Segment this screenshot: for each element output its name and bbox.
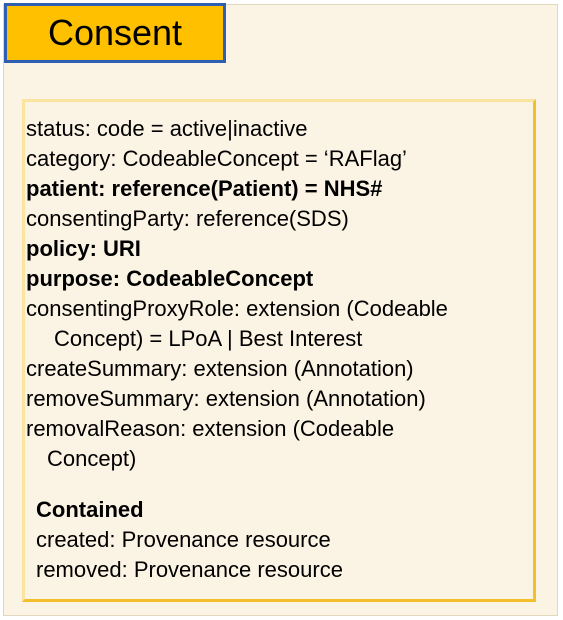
attribute-consenting-proxy-role: consentingProxyRole: extension (Codeable — [26, 296, 448, 321]
attribute-consenting-party: consentingParty: reference(SDS) — [26, 206, 349, 231]
contained-heading: Contained — [36, 497, 144, 522]
contained-item-removed: removed: Provenance resource — [36, 557, 343, 582]
title-box: Consent — [4, 3, 226, 63]
attribute-remove-summary: removeSummary: extension (Annotation) — [26, 386, 426, 411]
attribute-list: status: code = active|inactive category:… — [26, 114, 448, 474]
attribute-consenting-proxy-role-cont: Concept) = LPoA | Best Interest — [54, 326, 363, 351]
attribute-category: category: CodeableConcept = ‘RAFlag’ — [26, 146, 407, 171]
attribute-create-summary: createSummary: extension (Annotation) — [26, 356, 414, 381]
contained-item-created: created: Provenance resource — [36, 527, 331, 552]
attribute-removal-reason: removalReason: extension (Codeable — [26, 416, 395, 441]
contained-section: Contained created: Provenance resource r… — [36, 495, 343, 585]
attribute-removal-reason-cont: Concept) — [47, 446, 137, 471]
attribute-policy: policy: URI — [26, 236, 141, 261]
attribute-patient: patient: reference(Patient) = NHS# — [26, 176, 383, 201]
attribute-status: status: code = active|inactive — [26, 116, 308, 141]
attribute-purpose: purpose: CodeableConcept — [26, 266, 314, 291]
attributes-box — [22, 99, 536, 602]
diagram-title: Consent — [47, 12, 183, 53]
